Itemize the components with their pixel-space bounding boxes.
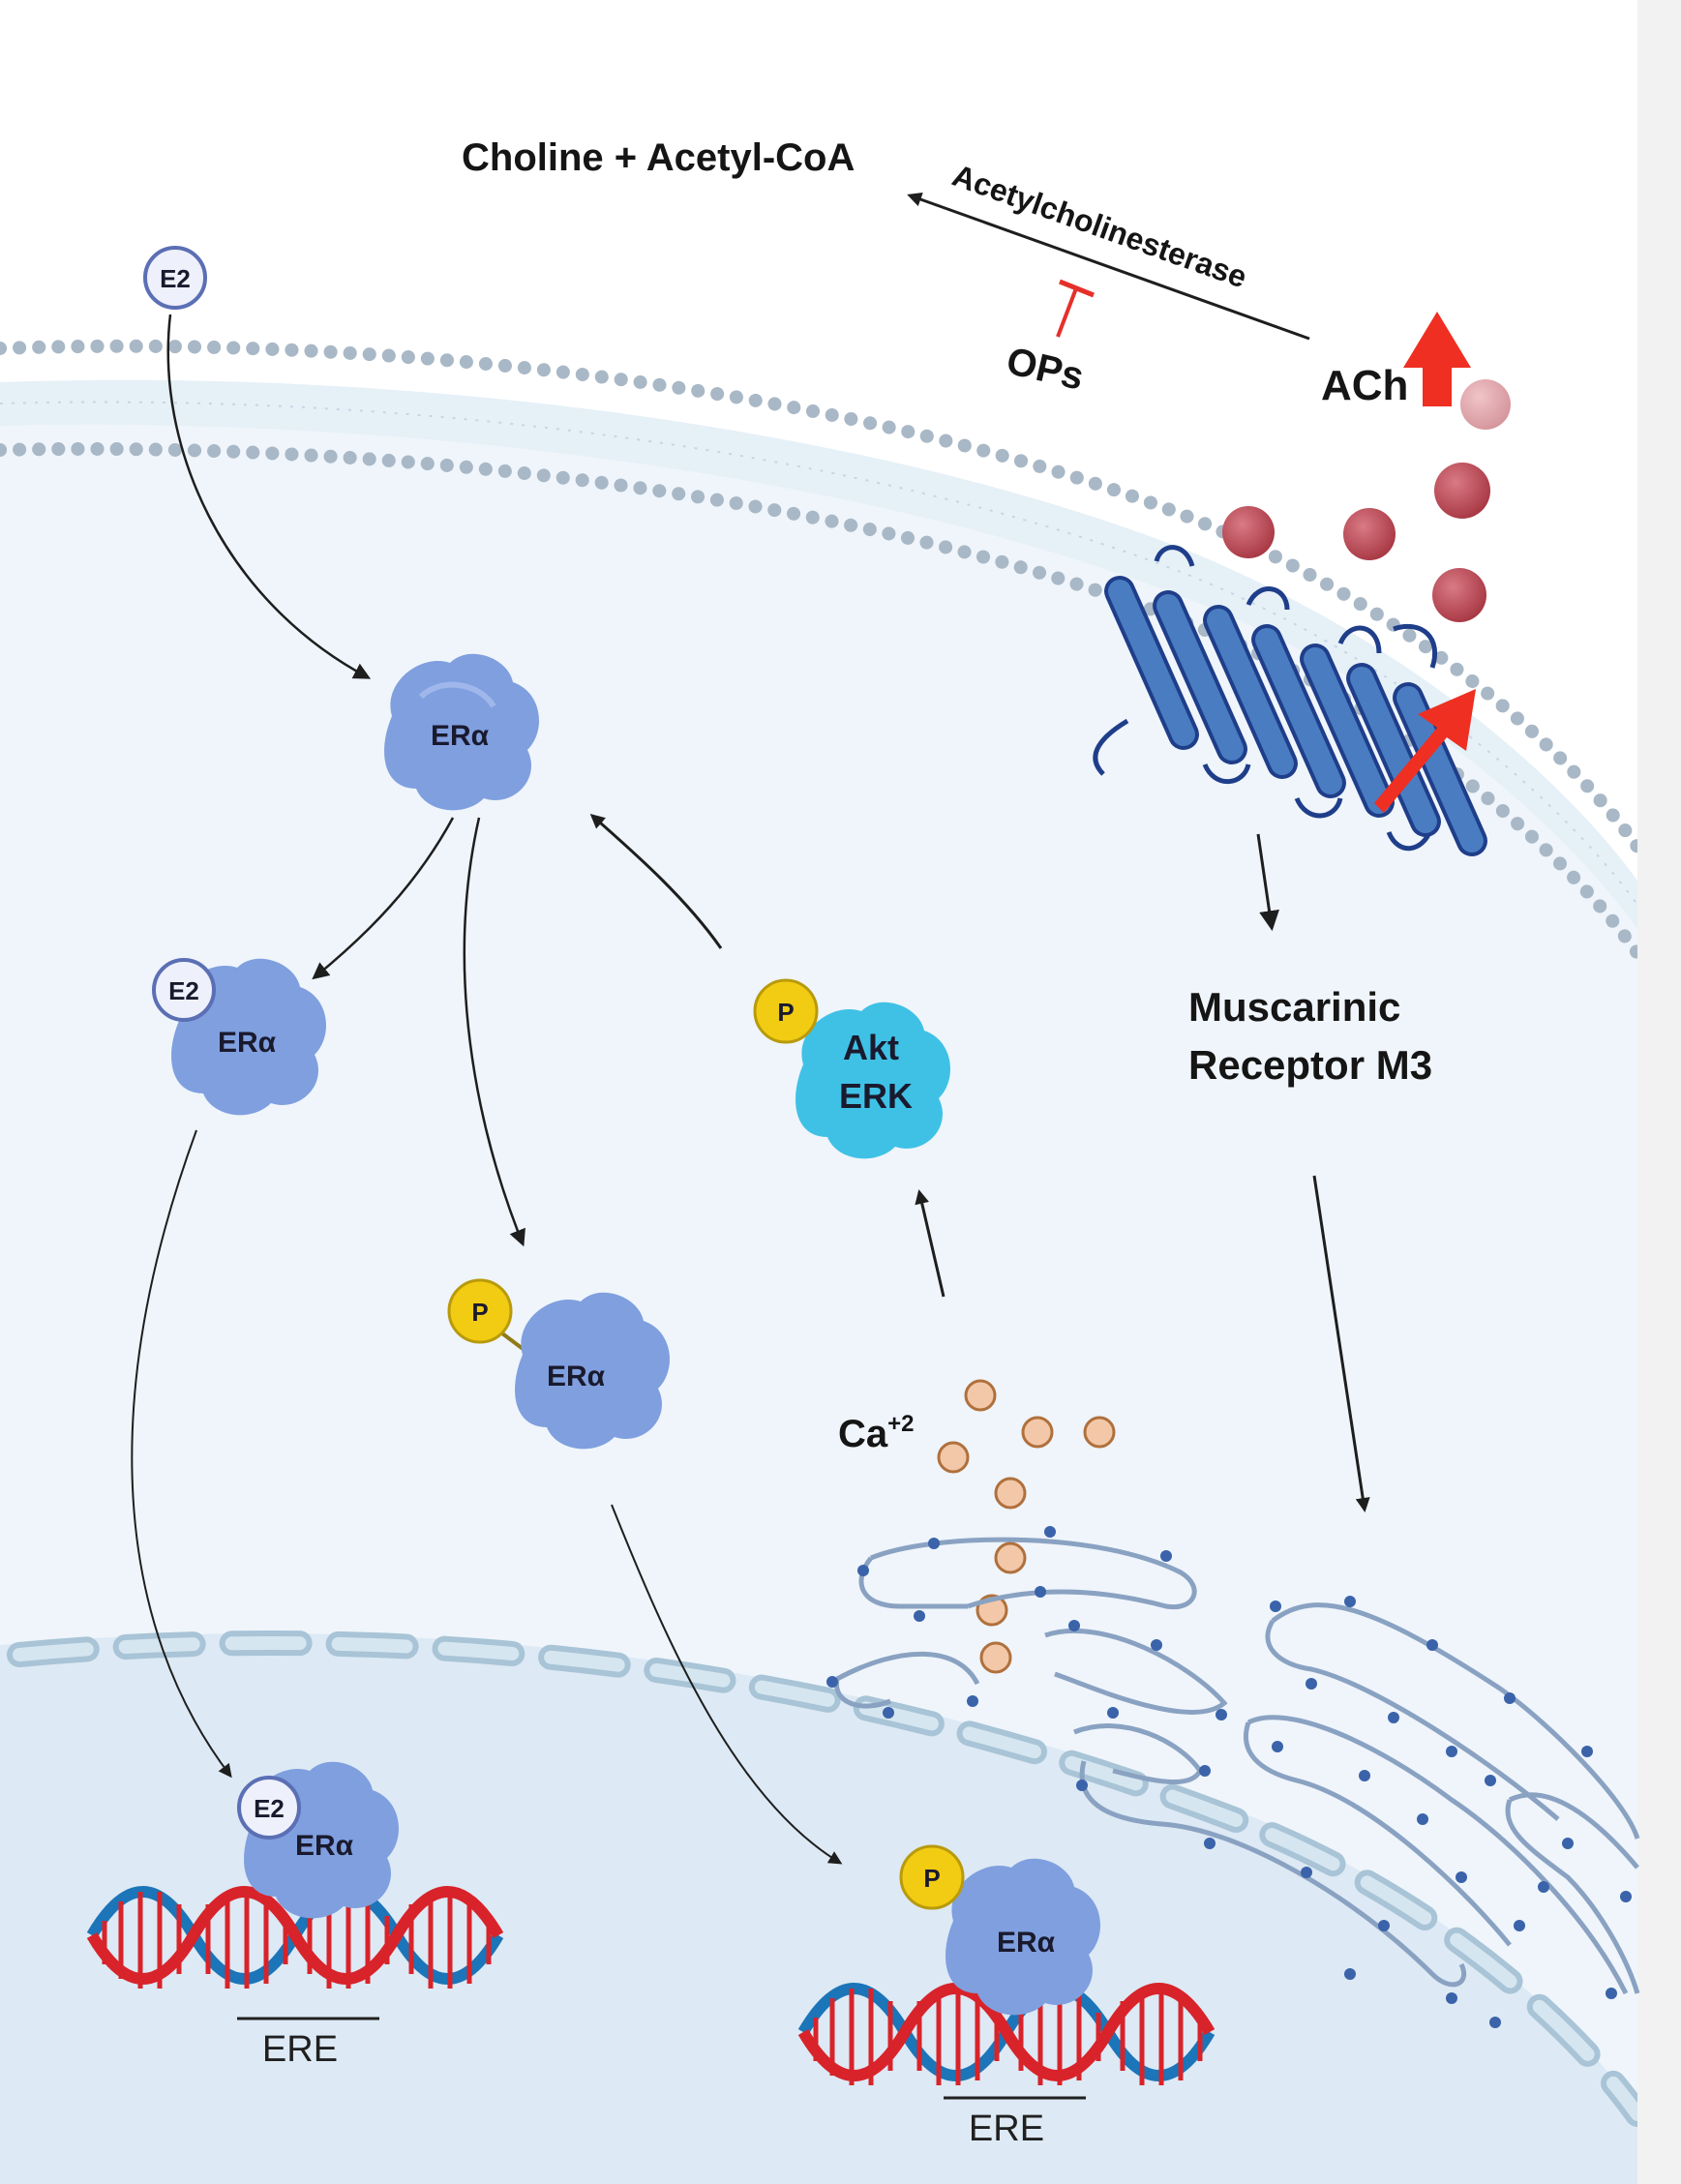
ach-molecule [1222,506,1275,558]
receptor-to-er-arrow [1312,1175,1370,1512]
receptor-increase-arrow [1374,689,1476,813]
svg-text:ERα: ERα [547,1361,606,1392]
ach-label: ACh [1321,362,1408,409]
svg-text:E2: E2 [254,1794,285,1823]
phospho-era-nucleus: ERα P [899,1844,1100,2016]
endoplasmic-reticulum [834,1537,1640,1995]
svg-text:Akt: Akt [843,1028,899,1067]
e2-ligand-outside: E2 [143,246,207,310]
ach-molecule [1434,463,1490,519]
muscarinic-receptor-m3 [1093,545,1487,856]
ach-molecule-faded [1460,379,1511,430]
nucleus-region [0,1633,1637,2184]
svg-text:ERα: ERα [218,1027,277,1059]
svg-text:ERα: ERα [295,1830,354,1862]
phospho-akt-erk: P Akt ERK [753,978,950,1159]
ach-molecules [1222,379,1511,622]
e2-era-to-nucleus-arrow [131,1129,232,1779]
choline-acetyl-coa-label: Choline + Acetyl-CoA [462,136,855,179]
e2-ligand-bound: E2 [152,958,216,1022]
era-protein-cytoplasm: ERα [384,653,539,811]
calcium-ions [937,1379,1116,1674]
svg-text:E2: E2 [160,264,191,293]
muscarinic-label-line2: Receptor M3 [1188,1042,1432,1088]
svg-text:E2: E2 [168,976,199,1005]
era-to-e2-complex-arrow [312,817,455,980]
e2-entry-arrow [166,314,372,679]
dna-helix-right [797,1983,1216,2085]
ere-label-right: ERE [969,2109,1044,2149]
phosphate-group [899,1844,965,1910]
receptor-to-label-arrow [1256,833,1279,932]
svg-text:ERα: ERα [431,720,490,752]
nuclear-envelope-inner [13,1636,1637,2121]
akt-erk-to-era-arrow [589,814,723,949]
e2-ligand-nucleus: E2 [237,1776,301,1840]
ach-increase-arrow [1403,312,1471,406]
svg-text:P: P [923,1864,940,1893]
phosphate-group [447,1278,513,1344]
ere-label-left: ERE [262,2029,338,2070]
dna-helix-left [86,1886,504,1989]
svg-text:ERα: ERα [997,1927,1056,1959]
inhibition-symbol [1056,279,1095,338]
calcium-label: Ca+2 [838,1411,915,1455]
phospho-era-cytoplasm: ERα P [447,1278,670,1450]
ach-molecule [1432,568,1486,622]
calcium-to-akt-arrow [915,1189,946,1298]
membrane-outer-leaflet [0,339,1637,853]
svg-text:ERK: ERK [839,1076,913,1116]
phospho-era-to-nucleus-arrow [611,1504,843,1865]
era-to-phospho-arrow [463,817,525,1247]
muscarinic-label-line1: Muscarinic [1188,984,1400,1030]
svg-text:P: P [471,1298,488,1327]
hydrolysis-arrow [907,192,1310,341]
ach-molecule [1343,508,1396,560]
page-margin-strip [1637,0,1681,2184]
phosphate-group [753,978,819,1044]
membrane-inner-leaflet [0,441,1637,960]
ribosomes [826,1526,1632,2028]
svg-text:P: P [777,998,794,1027]
